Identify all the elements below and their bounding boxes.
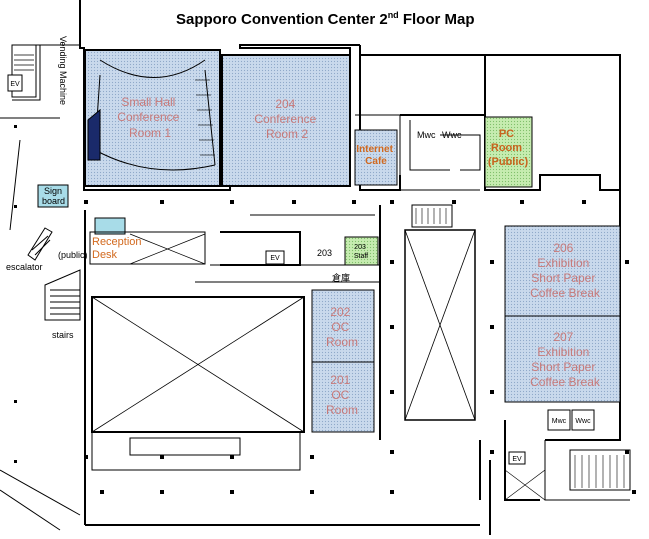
- mwc-label: Mwc: [417, 130, 436, 140]
- stairs: [44, 269, 81, 321]
- bottom-cross-2: [504, 469, 546, 501]
- small-hall-steps: [195, 79, 215, 156]
- ev-label-bottom: EV: [512, 456, 522, 463]
- bottom-wwc-box: [571, 409, 595, 431]
- thin-walls: [0, 44, 631, 531]
- ev-box-mid: [265, 250, 285, 265]
- reception-cross-2: [129, 233, 206, 265]
- room-203-staff: [344, 236, 379, 266]
- reception-label: Reception Desk: [92, 236, 145, 261]
- room-206: [504, 225, 621, 317]
- ev-box-bottom: [508, 451, 526, 465]
- atrium-cross-2: [404, 229, 476, 421]
- room-202-label: 202 OC Room: [326, 305, 358, 349]
- internet-cafe: [354, 129, 398, 186]
- room-203-staff-label: 203 Staff: [354, 244, 368, 260]
- columns: [14, 125, 636, 494]
- pc-room: [484, 116, 533, 188]
- storage-label: 倉庫: [332, 272, 350, 283]
- room-204-label: 204 Conference Room 2: [254, 97, 319, 141]
- main-hall-cross-2: [91, 296, 305, 433]
- small-hall-label: Small Hall Conference Room 1: [117, 95, 182, 140]
- ev-box-top: [7, 74, 23, 92]
- vending-label: Vending Machine: [58, 36, 68, 105]
- sign-board-label: Sign board: [42, 186, 65, 206]
- bottom-stairs: [574, 455, 625, 488]
- small-hall-room: [84, 49, 221, 187]
- ev-label-mid: EV: [270, 255, 280, 262]
- stairs-label: stairs: [52, 330, 74, 340]
- room-207-label: 207 Exhibition Short Paper Coffee Break: [530, 330, 601, 389]
- room-207: [504, 315, 621, 403]
- vending-stripes: [14, 54, 34, 71]
- bottom-wwc-label: Wwc: [575, 418, 591, 425]
- pc-room-label: PC Room (Public): [488, 128, 529, 168]
- room-206-label: 206 Exhibition Short Paper Coffee Break: [530, 241, 601, 300]
- bottom-mwc-label: Mwc: [552, 418, 567, 425]
- internet-cafe-label: Internet Cafe: [356, 144, 395, 167]
- room-204: [221, 54, 351, 187]
- atrium-stair-lines: [415, 208, 447, 224]
- ev-label-top: EV: [10, 81, 20, 88]
- sign-board: [37, 184, 69, 208]
- room-201: [311, 361, 375, 433]
- reception-box: [94, 217, 126, 235]
- small-hall-stage: [87, 108, 101, 161]
- room-202: [311, 289, 375, 363]
- map-title: Sapporo Convention Center 2nd Floor Map: [176, 10, 475, 28]
- room-201-label: 201 OC Room: [326, 373, 358, 417]
- public-label: (public): [58, 250, 88, 260]
- room-203-label: 203: [317, 248, 332, 258]
- reception-area: [89, 231, 206, 265]
- wwc-label: Wwc: [442, 130, 462, 140]
- escalator-label: escalator: [6, 262, 43, 272]
- bottom-mwc-box: [547, 409, 571, 431]
- escalator: [27, 227, 53, 261]
